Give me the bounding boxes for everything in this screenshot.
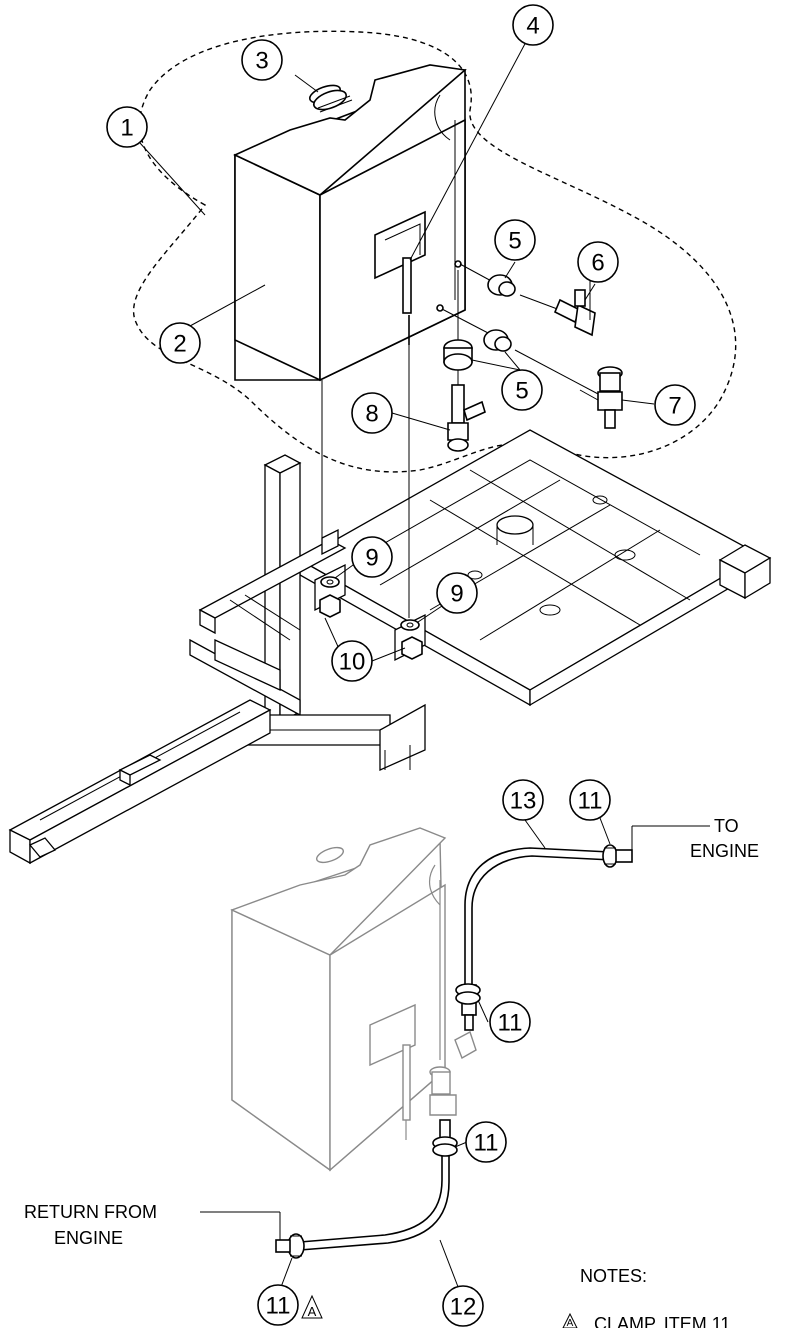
clamp-11-return-top xyxy=(432,1136,458,1157)
clamp-11-return-end xyxy=(275,1233,305,1259)
svg-text:5: 5 xyxy=(515,378,528,405)
to-engine-label-line2: ENGINE xyxy=(690,841,759,861)
balloon-11-return-top: 11 xyxy=(465,1121,507,1163)
balloon-8: 8 xyxy=(351,392,393,434)
svg-text:A: A xyxy=(567,1318,574,1328)
cart-frame xyxy=(8,429,772,865)
fuel-cap xyxy=(308,84,353,113)
balloon-5-upper: 5 xyxy=(494,219,536,261)
svg-text:12: 12 xyxy=(450,1294,477,1321)
svg-text:8: 8 xyxy=(365,401,378,428)
svg-text:6: 6 xyxy=(591,250,604,277)
svg-text:13: 13 xyxy=(510,788,537,815)
svg-text:11: 11 xyxy=(474,1130,499,1157)
balloon-4: 4 xyxy=(512,4,554,46)
fitting-5-upper xyxy=(459,263,561,311)
balloon-11-return-end: 11 xyxy=(257,1284,299,1326)
balloon-2: 2 xyxy=(159,322,201,364)
svg-text:7: 7 xyxy=(668,393,681,420)
fitting-5-lower xyxy=(441,308,601,396)
svg-text:5: 5 xyxy=(508,228,521,255)
balloon-7: 7 xyxy=(654,384,696,426)
balloon-11-supply-end: 11 xyxy=(569,779,611,821)
to-engine-label-line1: TO xyxy=(714,816,739,836)
svg-text:4: 4 xyxy=(526,13,539,40)
balloon-10: 10 xyxy=(331,640,373,682)
notes-heading: NOTES: xyxy=(580,1266,647,1286)
svg-text:11: 11 xyxy=(266,1293,291,1320)
assembly-boundary xyxy=(132,30,737,473)
balloon-12: 12 xyxy=(442,1285,484,1327)
balloon-9-right: 9 xyxy=(436,572,478,614)
return-from-engine-label-line1: RETURN FROM xyxy=(24,1202,157,1222)
return-hose-12 xyxy=(299,1119,451,1251)
bushing-5-center xyxy=(443,270,473,371)
svg-text:2: 2 xyxy=(173,331,186,358)
note-a-line: A CLAMP, ITEM 11 xyxy=(562,1312,730,1328)
note-a-triangle: A xyxy=(301,1294,323,1319)
svg-text:11: 11 xyxy=(498,1010,523,1037)
clamp-11-tank-end xyxy=(455,983,481,1005)
mounting-hardware xyxy=(319,345,423,660)
svg-text:11: 11 xyxy=(578,788,603,815)
balloon-3: 3 xyxy=(241,39,283,81)
svg-text:3: 3 xyxy=(255,48,268,75)
return-from-engine-label-line2: ENGINE xyxy=(54,1228,123,1248)
tee-fitting-8 xyxy=(447,370,486,452)
svg-text:A: A xyxy=(308,1304,317,1319)
clamp-11-supply-end xyxy=(602,844,633,868)
ghost-tank xyxy=(230,827,477,1172)
balloon-13: 13 xyxy=(502,779,544,821)
supply-hose-13 xyxy=(461,847,613,1031)
balloon-5-lower: 5 xyxy=(501,369,543,411)
svg-text:1: 1 xyxy=(120,115,133,142)
shutoff-valve-7 xyxy=(579,366,623,429)
fuel-tank xyxy=(233,64,467,382)
leader-lines xyxy=(139,39,710,1296)
elbow-fitting-6 xyxy=(553,289,596,337)
svg-text:10: 10 xyxy=(339,649,366,676)
balloon-6: 6 xyxy=(577,241,619,283)
svg-text:CLAMP, ITEM 11: CLAMP, ITEM 11 xyxy=(594,1314,730,1328)
balloon-9-left: 9 xyxy=(351,536,393,578)
balloon-11-tank-end: 11 xyxy=(489,1001,531,1043)
balloon-1: 1 xyxy=(106,106,148,148)
svg-text:9: 9 xyxy=(450,581,463,608)
svg-text:9: 9 xyxy=(365,545,378,572)
